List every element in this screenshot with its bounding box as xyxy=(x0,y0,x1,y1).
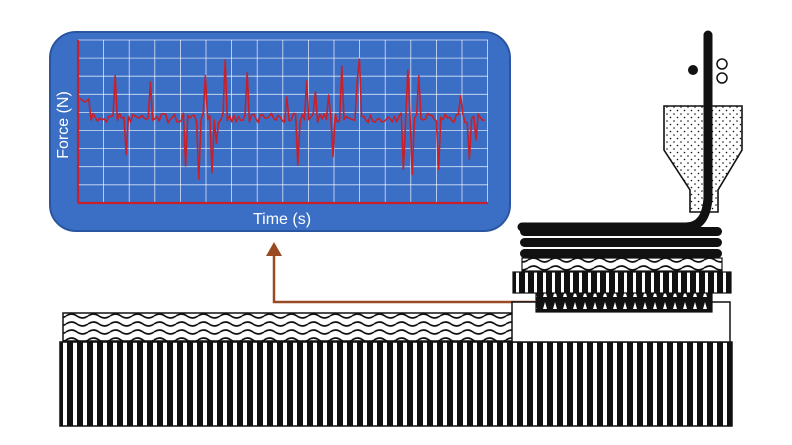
monitor-screen xyxy=(49,31,511,232)
sensor-link-arrow xyxy=(266,242,535,304)
force-monitor: Force (N) Time (s) xyxy=(49,31,511,232)
stage-striped-layer xyxy=(512,271,732,294)
nozzle-body xyxy=(663,105,743,213)
filament xyxy=(517,30,713,232)
y-axis-label: Force (N) xyxy=(55,91,72,159)
printed-layers xyxy=(520,227,722,258)
feed-roller-right-bottom xyxy=(716,72,728,84)
feed-roller-right-top xyxy=(716,58,728,70)
feed-roller-left xyxy=(688,65,698,75)
ground-platform xyxy=(59,312,733,427)
x-axis-label: Time (s) xyxy=(253,211,311,228)
force-trace xyxy=(79,58,485,180)
force-sensor xyxy=(535,291,713,313)
sensor-stage xyxy=(511,257,732,343)
striped-base xyxy=(59,341,733,427)
print-nozzle xyxy=(517,30,743,232)
